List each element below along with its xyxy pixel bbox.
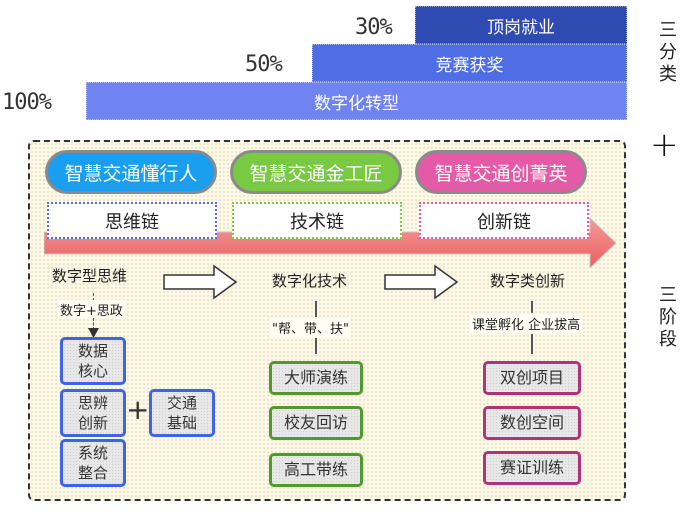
plus-icon: + [650, 125, 679, 165]
stage-subtitle-digital-politics: 数字+思政 [58, 300, 125, 319]
node-system-integration: 系统整合 [60, 439, 126, 487]
tier-label-digital: 数字化转型 [314, 93, 399, 114]
connector-line [93, 318, 95, 330]
node-data-core: 数据核心 [60, 337, 126, 385]
chain-thinking: 思维链 [47, 202, 217, 239]
hollow-arrow-icon [163, 264, 238, 300]
node-digital-space: 数创空间 [483, 406, 581, 440]
node-critical-innovation: 思辨创新 [60, 389, 126, 437]
connector-line [93, 293, 95, 301]
side-label-three-categories: 三分类 [656, 20, 677, 86]
connector-line [531, 301, 533, 313]
hollow-arrow-icon [384, 264, 459, 300]
connector-line [315, 301, 317, 317]
stage-title-digital-innovation: 数字类创新 [490, 272, 566, 290]
stage-subtitle-incubation: 课堂孵化 企业拔高 [470, 314, 583, 333]
flow-arrow-icon [44, 218, 616, 268]
node-competition-training: 赛证训练 [483, 451, 581, 485]
tier-bar-digital: 数字化转型 [86, 82, 627, 120]
stage-title-digital-thinking: 数字型思维 [52, 267, 128, 285]
node-innovation-project: 双创项目 [483, 361, 581, 395]
stage-subtitle-help-guide-support: "帮、带、扶" [270, 318, 351, 337]
connector-line [315, 338, 317, 354]
tier-bar-employment: 顶岗就业 [415, 6, 627, 44]
arrow-down-icon [88, 328, 99, 338]
pill-traffic-expert: 智慧交通懂行人 [45, 150, 217, 194]
connector-line [531, 334, 533, 354]
pill-traffic-craftsman: 智慧交通金工匠 [230, 150, 402, 194]
plus-icon: + [126, 393, 150, 426]
tier-label-employment: 顶岗就业 [487, 17, 555, 38]
side-label-three-stages: 三阶段 [656, 285, 677, 351]
tier-percent-competition: 50% [245, 52, 283, 77]
node-master-practice: 大师演练 [269, 361, 363, 395]
stage-title-digital-tech: 数字化技术 [272, 272, 348, 290]
tier-percent-employment: 30% [355, 15, 393, 40]
node-senior-engineer-training: 高工带练 [269, 453, 363, 487]
tier-bar-competition: 竞赛获奖 [312, 44, 627, 82]
tier-label-competition: 竞赛获奖 [435, 55, 504, 76]
chain-technology: 技术链 [232, 202, 402, 239]
chain-innovation: 创新链 [419, 202, 589, 239]
node-traffic-foundation: 交通基础 [149, 389, 215, 437]
pill-traffic-elite: 智慧交通创菁英 [415, 150, 587, 194]
tier-percent-digital: 100% [2, 90, 52, 115]
node-alumni-visit: 校友回访 [269, 406, 363, 440]
